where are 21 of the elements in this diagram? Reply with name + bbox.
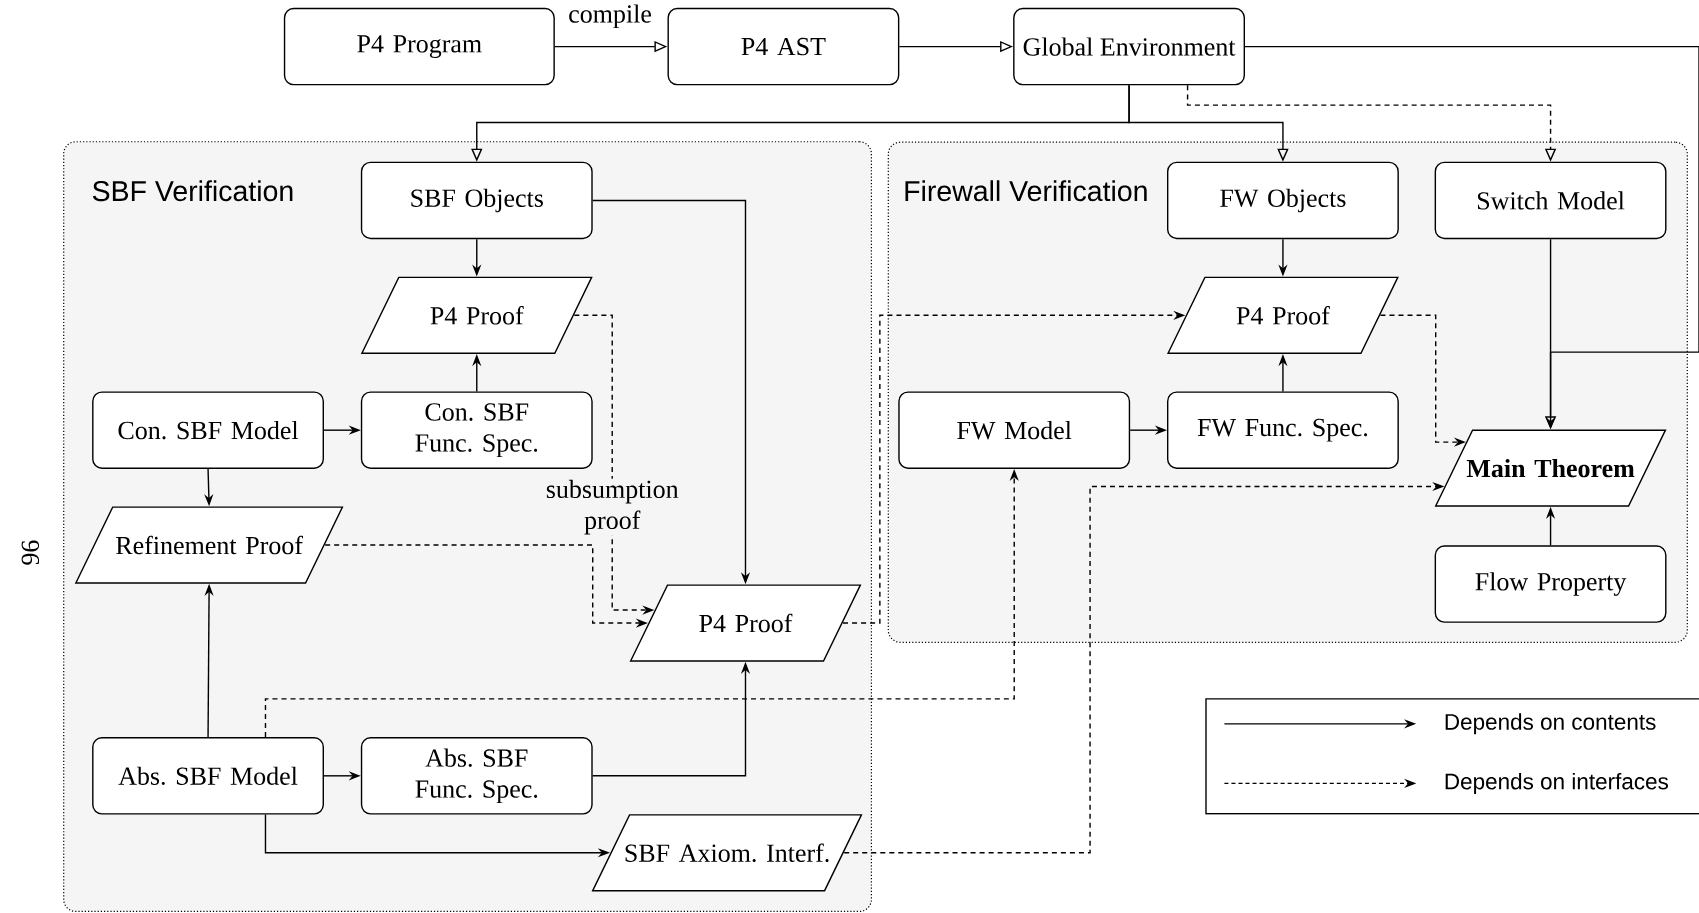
process-box: FW Objects bbox=[1167, 161, 1399, 239]
process-box: Flow Property bbox=[1434, 545, 1667, 623]
legend-label: Depends on interfaces bbox=[1445, 772, 1668, 794]
process-box: P4 Program bbox=[283, 7, 555, 86]
process-box: SBF Objects bbox=[360, 161, 593, 239]
process-box: FW Model bbox=[898, 391, 1131, 469]
group-heading: SBF Verification bbox=[92, 180, 293, 201]
process-box: Con. SBF Model bbox=[92, 391, 324, 469]
proof-parallelogram: P4 Proof bbox=[629, 584, 862, 662]
edge-label: subsumption proof bbox=[546, 479, 679, 535]
process-box: Global Environment bbox=[1013, 7, 1245, 86]
page-number: 96 bbox=[21, 540, 40, 565]
process-box: Con. SBF Func. Spec. bbox=[360, 391, 593, 469]
process-box: P4 AST bbox=[667, 7, 900, 86]
group-heading: Firewall Verification bbox=[905, 180, 1147, 201]
edge-label: compile bbox=[569, 4, 651, 28]
process-box: FW Func. Spec. bbox=[1167, 391, 1399, 469]
process-box: Abs. SBF Func. Spec. bbox=[360, 736, 593, 815]
process-box: Abs. SBF Model bbox=[92, 736, 324, 815]
process-box: Switch Model bbox=[1434, 161, 1667, 239]
legend-label: Depends on contents bbox=[1445, 713, 1656, 735]
